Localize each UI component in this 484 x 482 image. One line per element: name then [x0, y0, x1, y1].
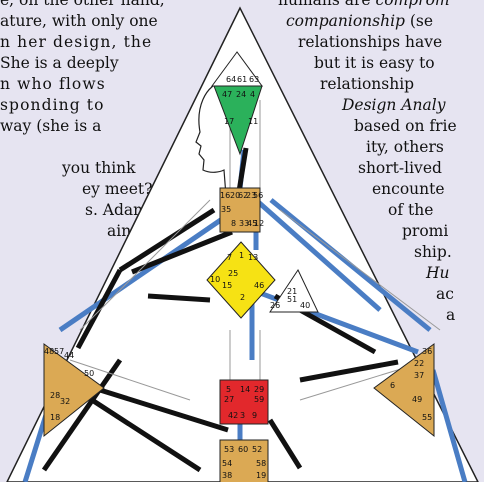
gate-label: 16 [220, 191, 230, 200]
gate-label: 47 [222, 90, 232, 99]
gate-label: 44 [64, 351, 74, 360]
gate-label: 36 [422, 347, 432, 356]
gate-label: 58 [256, 459, 266, 468]
gate-label: 35 [221, 205, 231, 214]
gate-label: 27 [224, 395, 234, 404]
gate-label: 25 [228, 269, 238, 278]
gate-label: 46 [254, 281, 264, 290]
gate-label: 22 [414, 359, 424, 368]
gate-label: 4 [250, 90, 255, 99]
gate-label: 13 [248, 253, 258, 262]
gate-label: 7 [227, 253, 232, 262]
gate-label: 12 [254, 219, 264, 228]
gate-label: 57 [54, 347, 64, 356]
gate-label: 52 [252, 445, 262, 454]
gate-label: 54 [222, 459, 232, 468]
gate-label: 11 [248, 117, 258, 126]
gate-label: 32 [60, 397, 70, 406]
gate-label: 51 [287, 295, 297, 304]
gate-label: 10 [210, 275, 220, 284]
gate-label: 38 [222, 471, 232, 480]
gate-label: 56 [253, 191, 263, 200]
gate-label: 26 [270, 301, 280, 310]
gate-label: 37 [414, 371, 424, 380]
gate-label: 59 [254, 395, 264, 404]
gate-label: 63 [249, 75, 259, 84]
gate-label: 61 [237, 75, 247, 84]
gate-label: 17 [224, 117, 234, 126]
gate-label: 48 [44, 347, 54, 356]
gate-label: 9 [252, 411, 257, 420]
gate-label: 14 [240, 385, 250, 394]
gate-label: 6 [390, 381, 395, 390]
gate-label: 15 [222, 281, 232, 290]
gate-label: 53 [224, 445, 234, 454]
gate-label: 1 [239, 251, 244, 260]
gate-label: 49 [412, 395, 422, 404]
gate-label: 28 [50, 391, 60, 400]
gate-label: 18 [50, 413, 60, 422]
gate-label: 42 [228, 411, 238, 420]
gate-label: 5 [226, 385, 231, 394]
gate-label: 19 [256, 471, 266, 480]
gate-label: 3 [240, 411, 245, 420]
gate-label: 55 [422, 413, 432, 422]
gate-label: 29 [254, 385, 264, 394]
gate-label: 50 [84, 369, 94, 378]
gate-label: 8 [231, 219, 236, 228]
gate-label: 24 [236, 90, 246, 99]
gate-label: 40 [300, 301, 310, 310]
gate-label: 64 [226, 75, 236, 84]
gate-label: 60 [238, 445, 248, 454]
gate-label: 2 [240, 293, 245, 302]
